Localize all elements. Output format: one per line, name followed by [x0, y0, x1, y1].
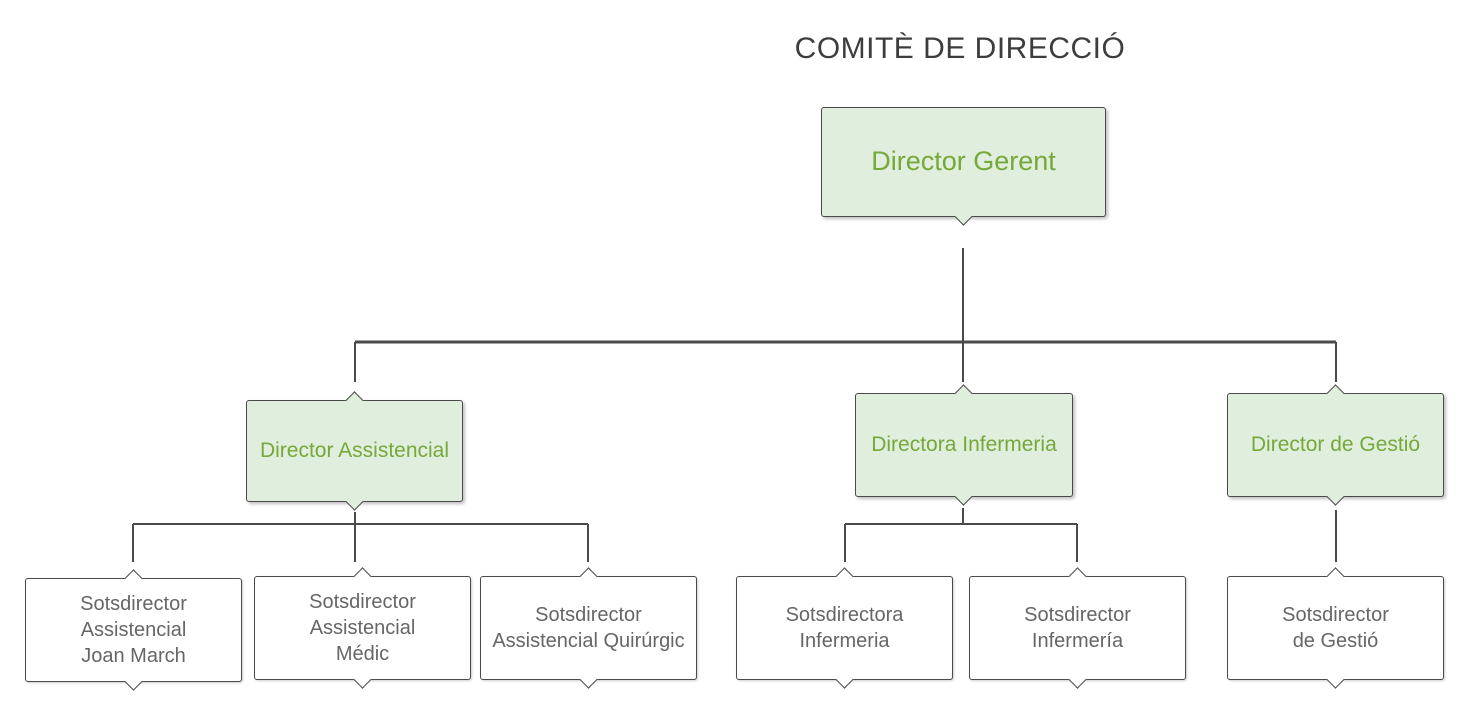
node-directora-infermeria-label: Directora Infermeria [871, 433, 1057, 457]
node-sub-infermeria-1: Sotsdirectora Infermeria [736, 567, 953, 689]
node-sub-4-label: Sotsdirectora Infermeria [785, 604, 904, 652]
node-director-gestio-label: Director de Gestió [1250, 433, 1421, 457]
node-sub-gestio: Sotsdirector de Gestió [1227, 567, 1444, 689]
node-sub-6-label: Sotsdirector de Gestió [1282, 604, 1389, 652]
node-director-assistencial-label: Director Assistencial [259, 439, 450, 463]
node-directora-infermeria: Directora Infermeria [855, 384, 1073, 506]
node-sub-2-label: Sotsdirector Assistencial Médic [309, 591, 416, 665]
node-director-gerent: Director Gerent [821, 107, 1106, 226]
node-sub-assistencial-quirurgic: Sotsdirector Assistencial Quirúrgic [480, 567, 697, 689]
chart-title: COMITÈ DE DIRECCIÓ [794, 32, 1126, 65]
node-sub-infermeria-2: Sotsdirector Infermería [969, 567, 1186, 689]
node-sub-assistencial-medic: Sotsdirector Assistencial Médic [254, 567, 471, 689]
node-sub-3-label: Sotsdirector Assistencial Quirúrgic [492, 604, 685, 652]
node-sub-5-label: Sotsdirector Infermería [1024, 604, 1131, 652]
node-sub-assistencial-joan-march: Sotsdirector Assistencial Joan March [25, 569, 242, 691]
node-director-assistencial: Director Assistencial [246, 391, 463, 511]
node-director-gestio: Director de Gestió [1227, 384, 1444, 506]
node-sub-1-label: Sotsdirector Assistencial Joan March [80, 593, 187, 667]
node-director-gerent-label: Director Gerent [871, 146, 1056, 177]
